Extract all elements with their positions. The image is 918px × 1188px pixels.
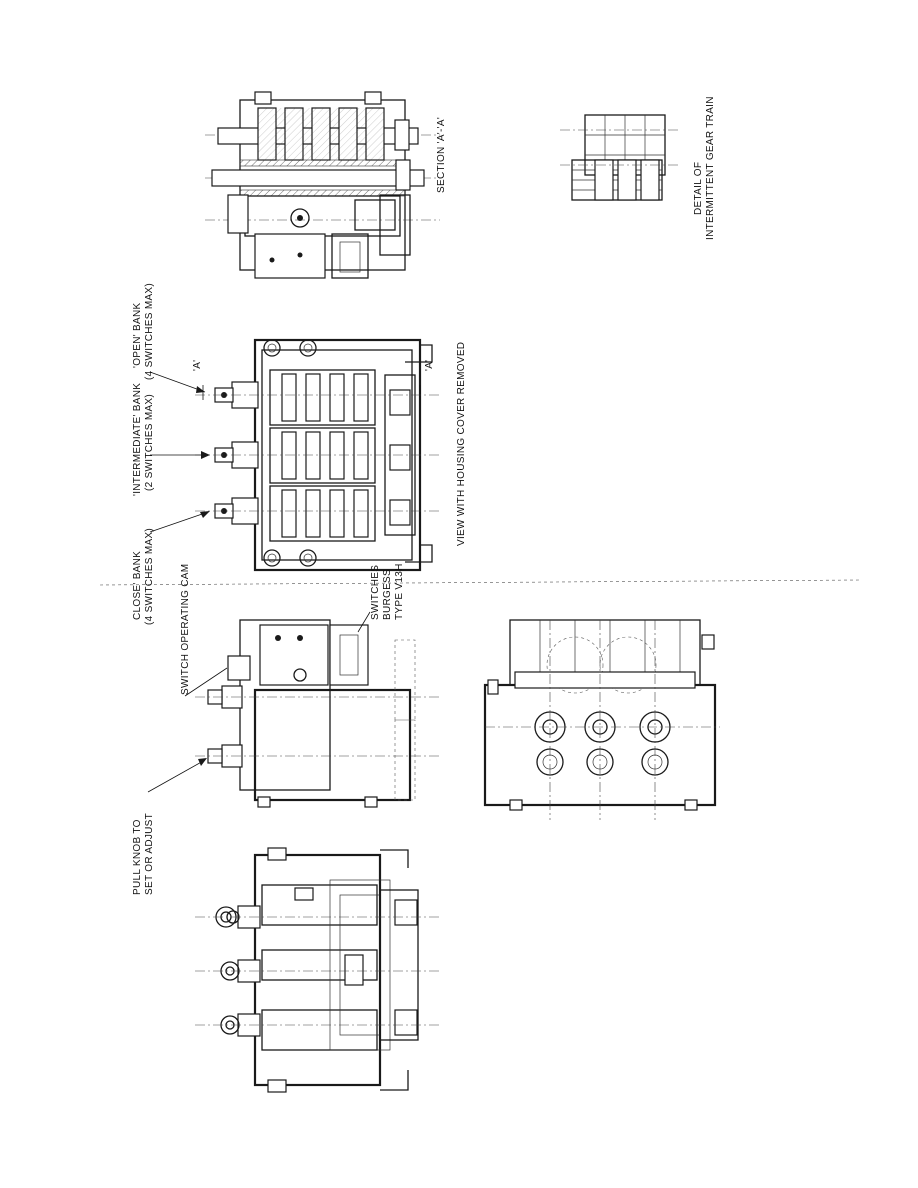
close-bank-arrowhead [200, 511, 210, 518]
fold-line [99, 579, 861, 586]
intermediate-bank-label: 'INTERMEDIATE' BANK [132, 383, 143, 496]
switches-leader [357, 611, 371, 633]
intermediate-bank-arrowhead [201, 451, 210, 459]
switches-line3: TYPE V13H [394, 563, 405, 620]
switches-line1: SWITCHES [370, 565, 381, 620]
end-view [483, 619, 720, 820]
section-marker-bottom: 'A' [424, 360, 435, 371]
section-a-a-view [205, 91, 440, 279]
intermediate-bank-max-label: (2 SWITCHES MAX) [144, 394, 155, 491]
view-cover-removed-label: VIEW WITH HOUSING COVER REMOVED [456, 342, 467, 546]
open-bank-leader [149, 371, 206, 393]
open-bank-label: 'OPEN' BANK [132, 303, 143, 368]
switch-cam-label: SWITCH OPERATING CAM [180, 564, 191, 695]
plan-view [195, 847, 440, 1093]
detail-label-line2: INTERMITTENT GEAR TRAIN [705, 96, 716, 240]
section-marker-top: 'A' [192, 360, 203, 371]
close-bank-max-label: (4 SWITCHES MAX) [144, 528, 155, 625]
detail-label-line1: DETAIL OF [693, 162, 704, 215]
section-a-a-label: SECTION 'A'-'A' [436, 117, 447, 193]
cover-removed-view [195, 338, 440, 572]
switch-bank-close [269, 485, 376, 542]
open-bank-max-label: (4 SWITCHES MAX) [144, 283, 155, 380]
close-bank-label: CLOSE' BANK [132, 551, 143, 620]
gear-train-detail [560, 114, 680, 201]
pull-knob-line1: PULL KNOB TO [132, 819, 143, 895]
switch-bank-intermediate [269, 427, 376, 484]
pull-knob-leader [147, 759, 206, 793]
switch-bank-open [269, 369, 376, 426]
close-bank-leader [149, 511, 209, 533]
side-view [195, 619, 440, 808]
pull-knob-line2: SET OR ADJUST [144, 813, 155, 895]
switches-line2: BURGESS [382, 569, 393, 620]
switch-cam-leader [184, 667, 228, 697]
pull-knob-arrowhead [198, 758, 207, 766]
open-bank-arrowhead [196, 386, 205, 393]
